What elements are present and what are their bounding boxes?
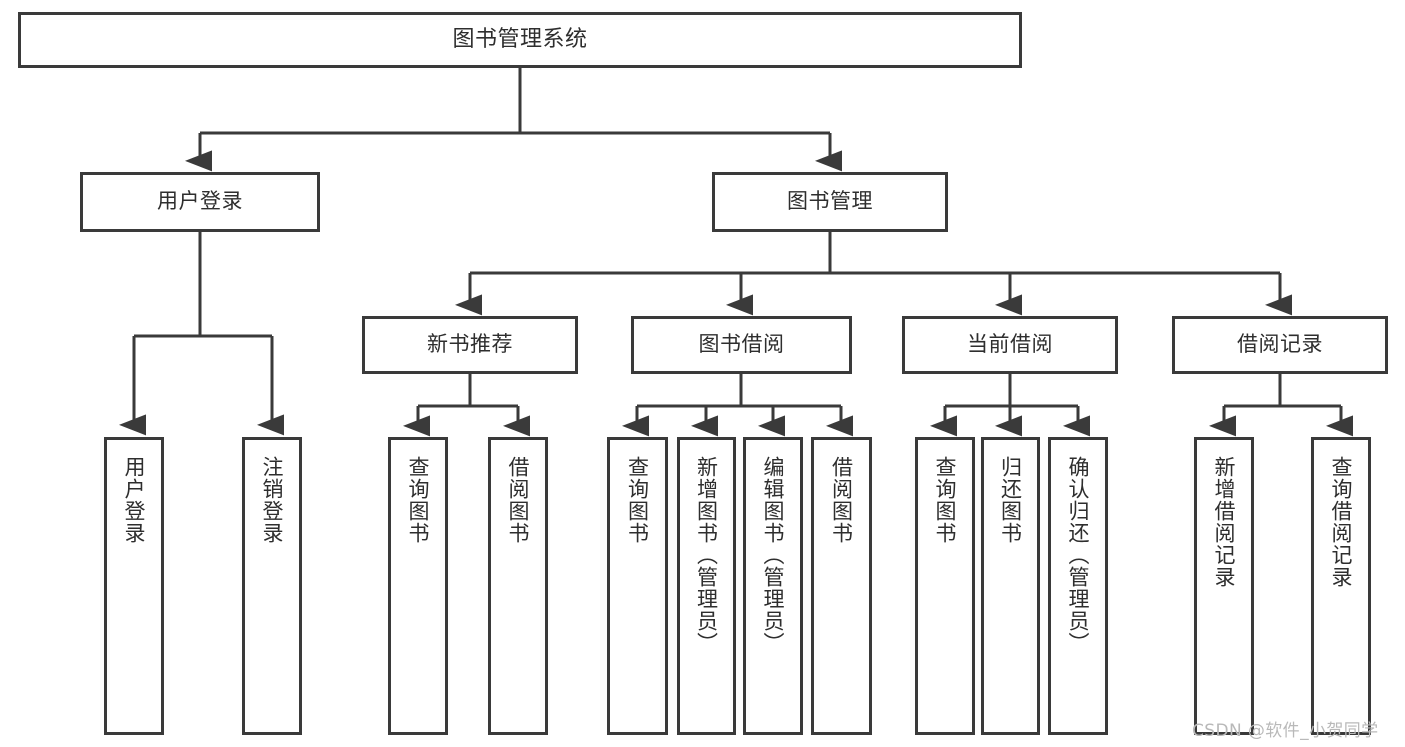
node-book-borrow[interactable]: 图书借阅	[631, 316, 852, 374]
node-leaf-borrow-book-1[interactable]: 借阅图书	[488, 437, 548, 735]
node-leaf-query-book-2[interactable]: 查询图书	[607, 437, 668, 735]
node-leaf-return-book-label: 归还图书	[998, 456, 1023, 544]
node-leaf-add-book[interactable]: 新增图书（管理员）	[677, 437, 736, 735]
node-leaf-add-record-label: 新增借阅记录	[1212, 456, 1237, 588]
node-leaf-query-book-2-label: 查询图书	[625, 456, 650, 544]
node-leaf-query-record[interactable]: 查询借阅记录	[1311, 437, 1371, 735]
node-leaf-borrow-book-1-label: 借阅图书	[506, 456, 531, 544]
node-book-manage-label: 图书管理	[787, 189, 873, 214]
node-leaf-edit-book[interactable]: 编辑图书（管理员）	[743, 437, 803, 735]
node-leaf-borrow-book-2-label: 借阅图书	[829, 456, 854, 544]
node-leaf-user-logout-label: 注销登录	[260, 456, 285, 544]
node-root[interactable]: 图书管理系统	[18, 12, 1022, 68]
node-borrow-record[interactable]: 借阅记录	[1172, 316, 1388, 374]
node-leaf-return-book[interactable]: 归还图书	[981, 437, 1040, 735]
node-leaf-user-logout[interactable]: 注销登录	[242, 437, 302, 735]
node-new-book-rec-label: 新书推荐	[427, 332, 513, 357]
watermark: CSDN @软件_小贺同学	[1192, 721, 1379, 741]
node-leaf-edit-book-label: 编辑图书（管理员）	[761, 456, 786, 654]
node-leaf-query-book-3[interactable]: 查询图书	[915, 437, 975, 735]
node-leaf-confirm-return-label: 确认归还（管理员）	[1066, 456, 1091, 654]
node-leaf-user-login-label: 用户登录	[122, 456, 147, 544]
node-leaf-borrow-book-2[interactable]: 借阅图书	[811, 437, 872, 735]
node-user-login-label: 用户登录	[157, 189, 243, 214]
node-leaf-add-record[interactable]: 新增借阅记录	[1194, 437, 1254, 735]
node-book-borrow-label: 图书借阅	[698, 332, 785, 357]
node-leaf-query-record-label: 查询借阅记录	[1329, 456, 1354, 588]
node-root-label: 图书管理系统	[452, 26, 588, 52]
node-leaf-query-book-1-label: 查询图书	[406, 456, 431, 544]
node-book-manage[interactable]: 图书管理	[712, 172, 948, 232]
node-leaf-add-book-label: 新增图书（管理员）	[694, 456, 719, 654]
node-new-book-rec[interactable]: 新书推荐	[362, 316, 578, 374]
node-current-borrow-label: 当前借阅	[967, 332, 1053, 357]
node-leaf-query-book-1[interactable]: 查询图书	[388, 437, 448, 735]
node-borrow-record-label: 借阅记录	[1237, 332, 1323, 357]
node-leaf-confirm-return[interactable]: 确认归还（管理员）	[1048, 437, 1108, 735]
node-user-login[interactable]: 用户登录	[80, 172, 320, 232]
node-leaf-query-book-3-label: 查询图书	[933, 456, 958, 544]
node-leaf-user-login[interactable]: 用户登录	[104, 437, 164, 735]
node-current-borrow[interactable]: 当前借阅	[902, 316, 1118, 374]
